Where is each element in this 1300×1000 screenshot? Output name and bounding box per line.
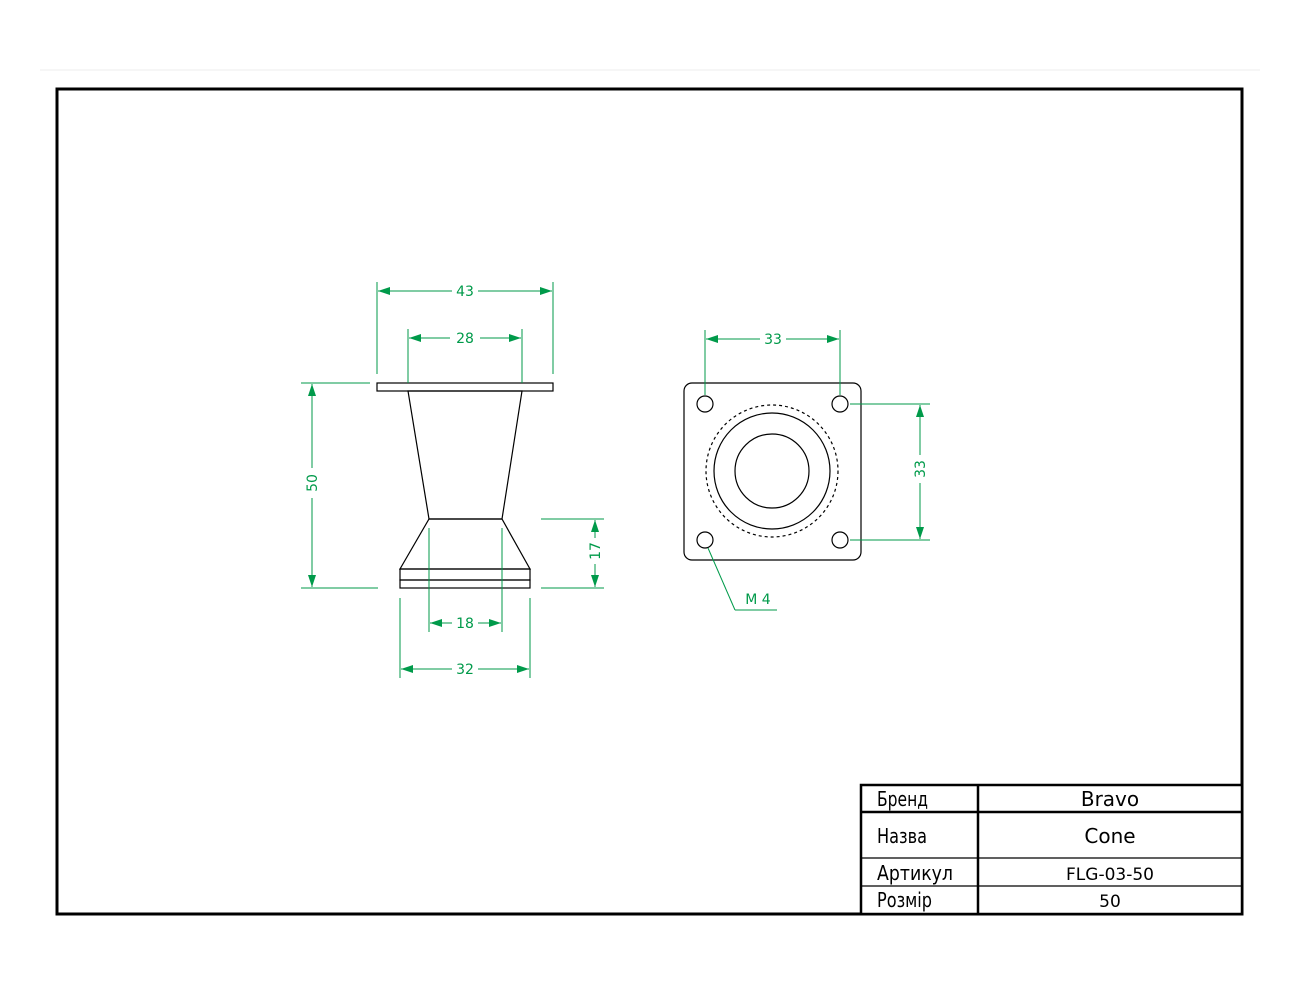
title-block-value-article: FLG-03-50 xyxy=(1066,865,1154,885)
hole-bottom-right xyxy=(831,531,849,549)
outer-circle xyxy=(713,412,831,530)
m4-leader xyxy=(707,547,736,611)
front-view xyxy=(376,382,554,589)
drawing-frame xyxy=(55,87,1244,916)
title-block-row-brand: Бренд Bravo xyxy=(877,787,1139,811)
title-block-label-size: Розмір xyxy=(877,888,932,912)
base-flare xyxy=(398,518,532,570)
title-block-label-name: Назва xyxy=(877,824,927,848)
top-view-dimension-labels: 33 33 M 4 xyxy=(745,332,929,608)
front-view-dimensions xyxy=(301,282,604,678)
title-block-row-article: Артикул FLG-03-50 xyxy=(877,861,1154,885)
inner-circle xyxy=(734,433,810,509)
base-ring-2 xyxy=(399,579,531,589)
title-block-row-name: Назва Cone xyxy=(877,824,1136,848)
hole-top-left xyxy=(696,395,714,413)
title-block-label-brand: Бренд xyxy=(877,787,928,811)
base-ring-1 xyxy=(399,568,531,581)
top-plate xyxy=(376,382,554,392)
title-block-label-article: Артикул xyxy=(877,861,953,885)
outer-dashed-circle xyxy=(705,404,839,538)
dim-label-base-height: 17 xyxy=(588,542,604,560)
hole-top-right xyxy=(831,395,849,413)
dim-label-top-width: 43 xyxy=(456,284,474,300)
dim-label-neck-width: 28 xyxy=(456,331,474,347)
dim-label-height: 50 xyxy=(305,474,321,492)
top-view-dimensions xyxy=(704,330,930,611)
dim-label-base-width: 32 xyxy=(456,662,474,678)
dim-label-hole-spacing-y: 33 xyxy=(913,460,929,478)
dim-label-hole-spacing-x: 33 xyxy=(764,332,782,348)
title-block-value-brand: Bravo xyxy=(1081,787,1139,811)
title-block: Бренд Bravo Назва Cone Артикул FLG-03-50… xyxy=(859,783,1244,916)
title-block-row-size: Розмір 50 xyxy=(877,888,1121,912)
hole-bottom-left xyxy=(696,531,714,549)
title-block-value-size: 50 xyxy=(1099,892,1121,912)
m4-callout-label: M 4 xyxy=(745,592,771,608)
top-view xyxy=(683,382,862,561)
title-block-value-name: Cone xyxy=(1084,824,1135,848)
front-view-dimension-labels: 43 28 50 17 18 32 xyxy=(305,284,604,678)
mounting-plate xyxy=(683,382,862,561)
cone-body xyxy=(407,390,523,520)
dim-label-inner-base: 18 xyxy=(456,616,474,632)
